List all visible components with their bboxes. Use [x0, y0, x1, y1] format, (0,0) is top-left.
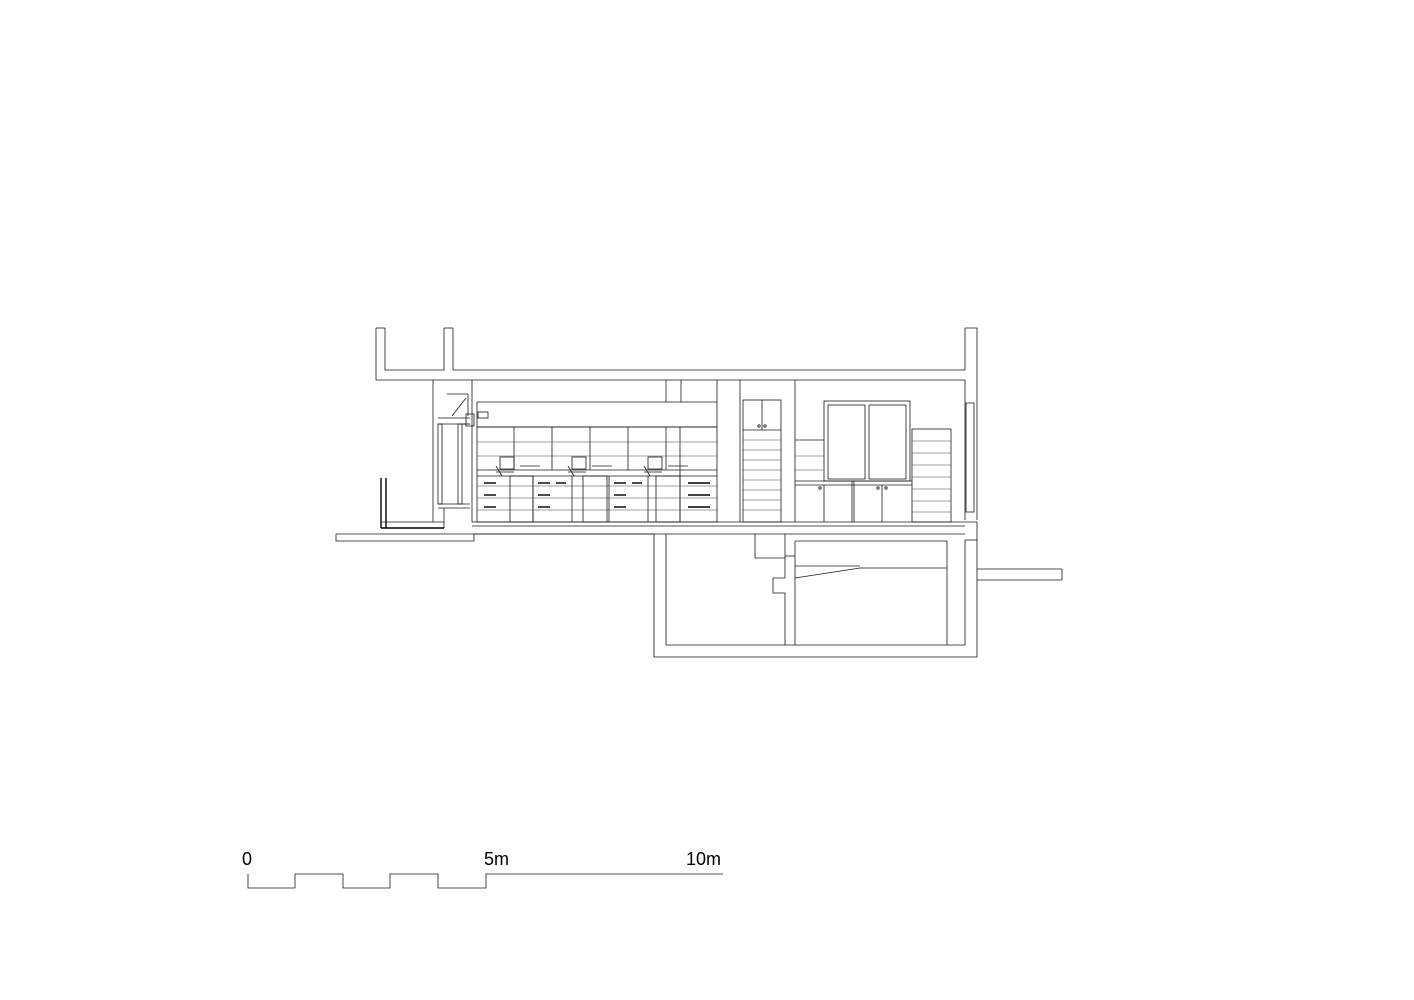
right-room-shelves [795, 428, 952, 523]
desk-chair-2 [567, 456, 612, 523]
floor-slab [472, 521, 978, 540]
left-facade [380, 380, 475, 529]
terrace-slab [335, 533, 654, 542]
scale-label-10m: 10m [686, 849, 721, 869]
workstation-shelving [476, 426, 718, 523]
right-room-windows [823, 400, 911, 482]
roof-structure [375, 327, 978, 520]
scale-bar: 0 5m 10m [242, 849, 723, 889]
desk-chair-3 [643, 456, 688, 523]
central-storage-tower [739, 380, 796, 523]
ceiling-bulkhead [476, 380, 718, 428]
desk-chair-1 [495, 456, 540, 523]
lower-cabinets [795, 480, 912, 522]
scale-label-0: 0 [242, 849, 252, 869]
right-wall-opening [965, 402, 975, 513]
scale-bar-ticks [247, 873, 723, 889]
scale-label-5m: 5m [484, 849, 509, 869]
basement [653, 534, 1063, 658]
